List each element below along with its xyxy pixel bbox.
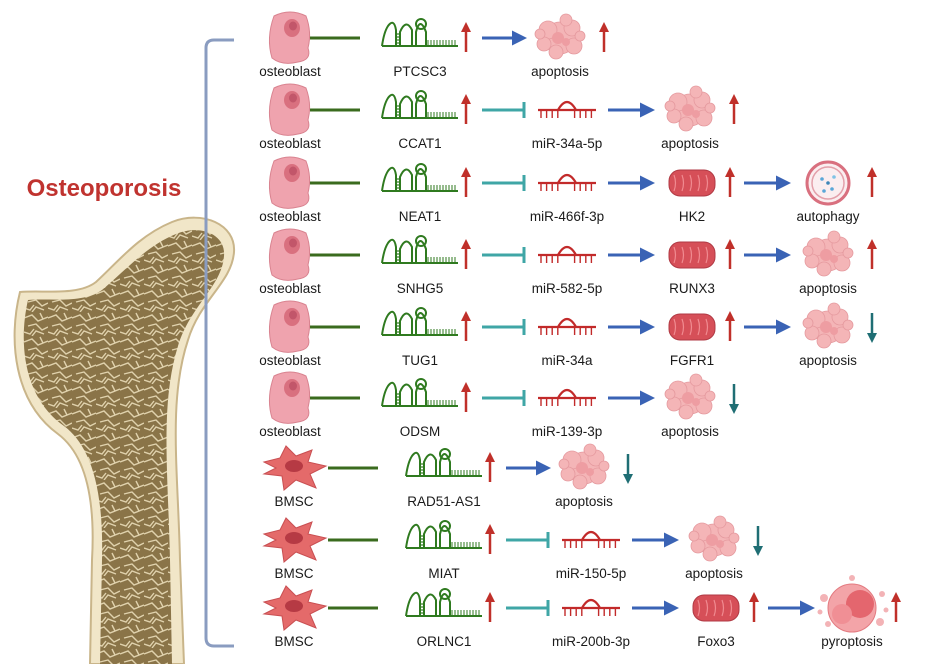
mirna-hairpin-icon bbox=[538, 100, 596, 118]
pathway-row: osteoblast NEAT1 miR-466f-3p HK2 autophagy bbox=[259, 156, 877, 224]
cell-type-label: osteoblast bbox=[259, 424, 321, 439]
diagram-title: Osteoporosis bbox=[27, 175, 182, 202]
cell-type-label: BMSC bbox=[274, 494, 313, 509]
lncrna-label: RAD51-AS1 bbox=[407, 494, 481, 509]
mirna-hairpin-icon bbox=[538, 317, 596, 335]
pathway-row: osteoblast CCAT1 miR-34a-5p apoptosis bbox=[259, 83, 739, 151]
outcome-label: apoptosis bbox=[799, 281, 857, 296]
mirna-hairpin-icon bbox=[562, 598, 620, 616]
cell-type-label: osteoblast bbox=[259, 281, 321, 296]
pathway-row: osteoblast ODSM miR-139-3p apoptosis bbox=[259, 371, 739, 439]
pathway-row: osteoblast PTCSC3 apoptosis bbox=[259, 11, 609, 79]
bmsc-cell-icon bbox=[262, 517, 328, 563]
cell-type-label: BMSC bbox=[274, 566, 313, 581]
mirna-hairpin-icon bbox=[538, 173, 596, 191]
outcome-label: apoptosis bbox=[661, 136, 719, 151]
osteoblast-cell-icon bbox=[268, 300, 311, 353]
mirna-label: miR-139-3p bbox=[532, 424, 603, 439]
bracket bbox=[204, 38, 234, 648]
osteoblast-cell-icon bbox=[268, 83, 311, 136]
cell-type-label: osteoblast bbox=[259, 64, 321, 79]
lncrna-hairpin-icon bbox=[381, 235, 458, 264]
pathway-row: osteoblast TUG1 miR-34a FGFR1 apoptosis bbox=[259, 300, 877, 368]
outcome-label: apoptosis bbox=[799, 353, 857, 368]
mirna-label: miR-200b-3p bbox=[552, 634, 630, 649]
mirna-hairpin-icon bbox=[562, 530, 620, 548]
femur-bone-illustration bbox=[13, 216, 236, 664]
lncrna-label: TUG1 bbox=[402, 353, 438, 368]
pathway-row: BMSC ORLNC1 miR-200b-3p Foxo3 pyroptosis bbox=[262, 575, 901, 649]
mirna-label: miR-34a bbox=[541, 353, 593, 368]
pathway-row: osteoblast SNHG5 miR-582-5p RUNX3 apoptosis bbox=[259, 228, 877, 296]
osteoblast-cell-icon bbox=[268, 156, 311, 209]
protein-label: RUNX3 bbox=[669, 281, 715, 296]
outcome-label: apoptosis bbox=[685, 566, 743, 581]
inhibition-arrow bbox=[482, 102, 526, 118]
lncrna-label: PTCSC3 bbox=[393, 64, 446, 79]
protein-icon bbox=[668, 313, 716, 341]
lncrna-label: ORLNC1 bbox=[417, 634, 472, 649]
inhibition-arrow bbox=[482, 247, 526, 263]
mirna-label: miR-150-5p bbox=[556, 566, 627, 581]
inhibition-arrow bbox=[482, 390, 526, 406]
lncrna-hairpin-icon bbox=[381, 163, 458, 192]
lncrna-label: CCAT1 bbox=[398, 136, 441, 151]
cell-type-label: osteoblast bbox=[259, 209, 321, 224]
outcome-label: autophagy bbox=[796, 209, 859, 224]
mirna-label: miR-466f-3p bbox=[530, 209, 604, 224]
autophagy-icon bbox=[805, 160, 851, 206]
inhibition-arrow bbox=[506, 600, 550, 616]
mirna-label: miR-34a-5p bbox=[532, 136, 603, 151]
bmsc-cell-icon bbox=[262, 585, 328, 631]
bmsc-cell-icon bbox=[262, 445, 328, 491]
inhibition-arrow bbox=[506, 532, 550, 548]
outcome-label: apoptosis bbox=[531, 64, 589, 79]
lncrna-hairpin-icon bbox=[381, 18, 458, 47]
lncrna-hairpin-icon bbox=[381, 90, 458, 119]
pathway-row: BMSC RAD51-AS1 apoptosis bbox=[262, 443, 633, 509]
osteoblast-cell-icon bbox=[268, 228, 311, 281]
lncrna-hairpin-icon bbox=[405, 588, 482, 617]
inhibition-arrow bbox=[482, 319, 526, 335]
mirna-hairpin-icon bbox=[538, 245, 596, 263]
lncrna-hairpin-icon bbox=[405, 520, 482, 549]
lncrna-hairpin-icon bbox=[381, 307, 458, 336]
lncrna-label: MIAT bbox=[428, 566, 459, 581]
protein-label: Foxo3 bbox=[697, 634, 735, 649]
osteoblast-cell-icon bbox=[268, 371, 311, 424]
outcome-label: apoptosis bbox=[555, 494, 613, 509]
cell-type-label: osteoblast bbox=[259, 136, 321, 151]
osteoblast-cell-icon bbox=[268, 11, 311, 64]
pathway-row: BMSC MIAT miR-150-5p apoptosis bbox=[262, 515, 763, 581]
apoptosis-icon bbox=[664, 85, 716, 132]
protein-label: FGFR1 bbox=[670, 353, 714, 368]
outcome-label: apoptosis bbox=[661, 424, 719, 439]
lncrna-hairpin-icon bbox=[405, 448, 482, 477]
cell-type-label: BMSC bbox=[274, 634, 313, 649]
apoptosis-icon bbox=[558, 443, 610, 490]
apoptosis-icon bbox=[688, 515, 740, 562]
protein-icon bbox=[668, 241, 716, 269]
protein-label: HK2 bbox=[679, 209, 705, 224]
protein-icon bbox=[668, 169, 716, 197]
lncrna-label: ODSM bbox=[400, 424, 441, 439]
apoptosis-icon bbox=[664, 373, 716, 420]
cell-type-label: osteoblast bbox=[259, 353, 321, 368]
lncrna-label: NEAT1 bbox=[399, 209, 442, 224]
apoptosis-icon bbox=[802, 302, 854, 349]
mirna-label: miR-582-5p bbox=[532, 281, 603, 296]
lncrna-hairpin-icon bbox=[381, 378, 458, 407]
inhibition-arrow bbox=[482, 175, 526, 191]
lncrna-label: SNHG5 bbox=[397, 281, 444, 296]
pyroptosis-icon bbox=[817, 575, 889, 633]
outcome-label: pyroptosis bbox=[821, 634, 883, 649]
apoptosis-icon bbox=[534, 13, 586, 60]
protein-icon bbox=[692, 594, 740, 622]
apoptosis-icon bbox=[802, 230, 854, 277]
mirna-hairpin-icon bbox=[538, 388, 596, 406]
